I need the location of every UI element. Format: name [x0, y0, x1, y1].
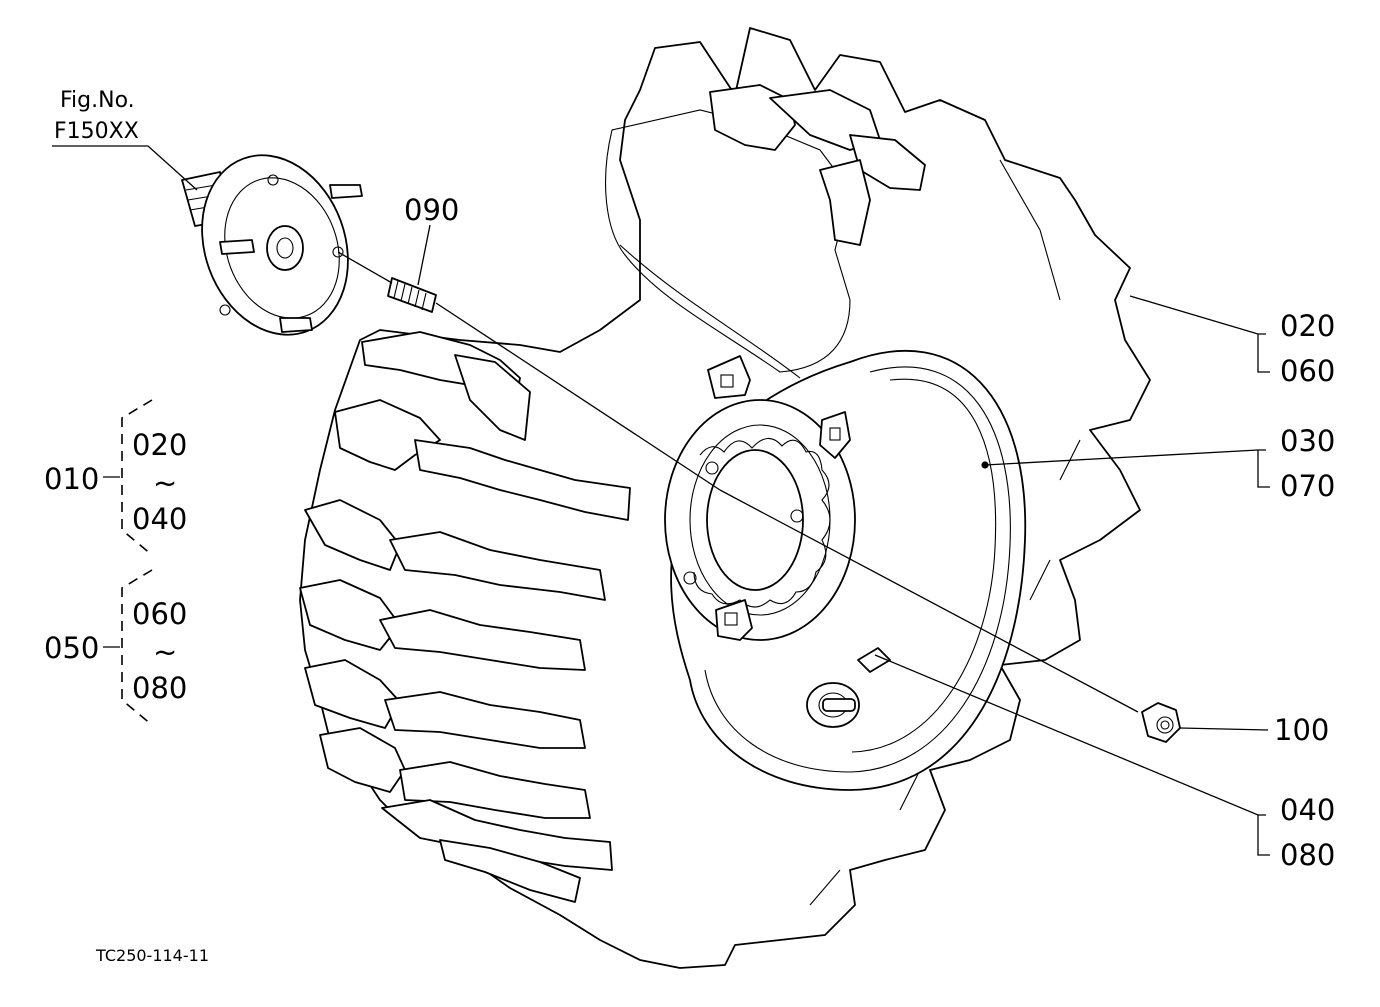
stud-bolt-icon[interactable] — [219, 184, 437, 333]
group-from-060: 060 — [132, 597, 187, 631]
callout-080[interactable]: 080 — [1280, 838, 1335, 872]
group-id-050[interactable]: 050 — [44, 631, 99, 665]
drawing-code: TC250-114-11 — [95, 946, 209, 965]
callout-090[interactable]: 090 — [404, 193, 459, 227]
valve-icon[interactable] — [806, 682, 860, 728]
group-tilde: ~ — [153, 466, 177, 500]
wheel-nut-icon[interactable] — [1141, 702, 1181, 743]
fig-ref-title: Fig.No. — [60, 88, 135, 113]
group-id-010[interactable]: 010 — [44, 462, 99, 496]
callout-060[interactable]: 060 — [1280, 354, 1335, 388]
callout-030[interactable]: 030 — [1280, 424, 1335, 458]
callout-040[interactable]: 040 — [1280, 793, 1335, 827]
group-to-080: 080 — [132, 671, 187, 705]
group-tilde: ~ — [153, 635, 177, 669]
group-from-020: 020 — [132, 428, 187, 462]
callout-070[interactable]: 070 — [1280, 469, 1335, 503]
hub-flange-icon[interactable] — [178, 135, 372, 356]
callout-020[interactable]: 020 — [1280, 309, 1335, 343]
group-to-040: 040 — [132, 502, 187, 536]
callout-100[interactable]: 100 — [1274, 713, 1329, 747]
fig-ref-number: F150XX — [54, 119, 139, 144]
